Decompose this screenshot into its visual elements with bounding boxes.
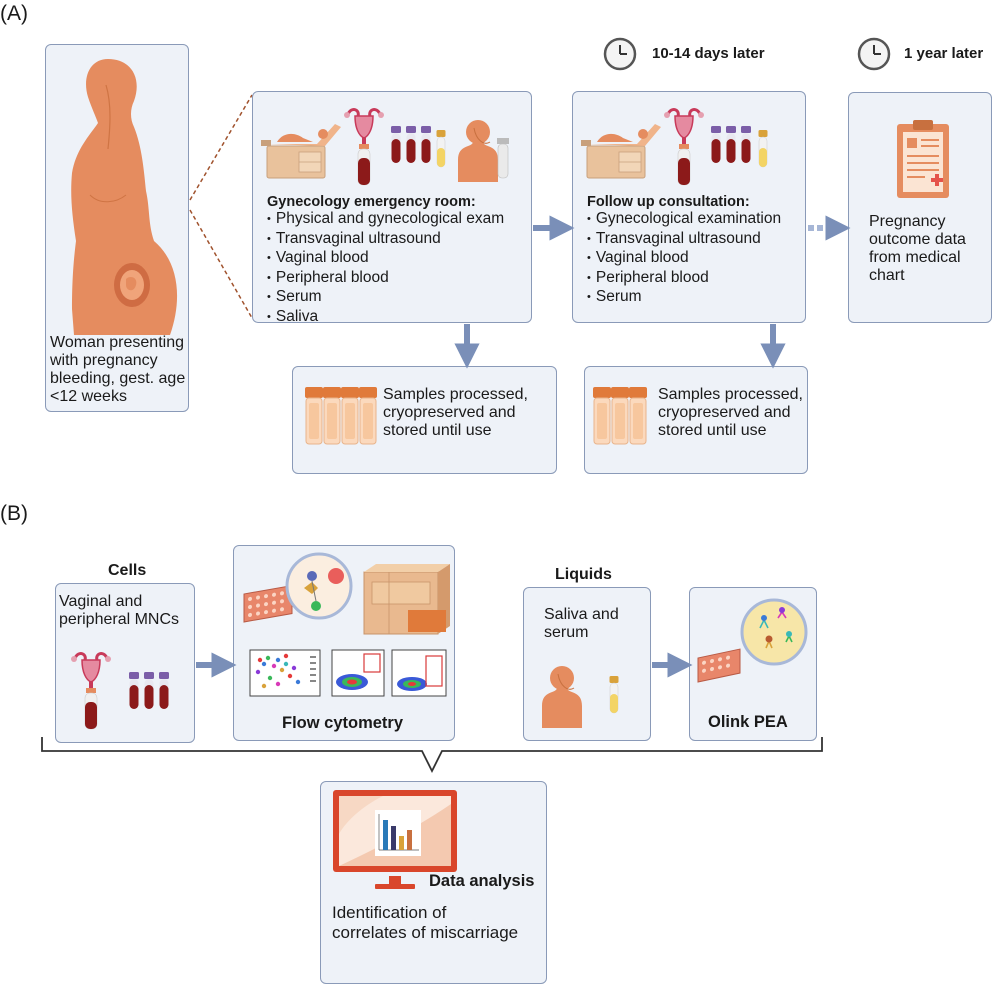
- er-item: Vaginal blood: [267, 249, 504, 269]
- analysis-box: Data analysis Identification of correlat…: [320, 781, 547, 984]
- cells-samples-icon: [69, 652, 169, 730]
- flow-box: Flow cytometry: [233, 545, 455, 741]
- analysis-text-1: Identification of: [332, 903, 447, 922]
- samples-text-2: cryopreserved and: [658, 404, 791, 421]
- timeline-label-2: 1 year later: [904, 45, 984, 62]
- followup-items: Gynecological examination Transvaginal u…: [587, 210, 781, 308]
- cells-heading: Cells: [108, 562, 147, 579]
- patient-caption-4: <12 weeks: [50, 388, 127, 405]
- er-item: Physical and gynecological exam: [267, 210, 504, 230]
- samples-text-1: Samples processed,: [658, 386, 803, 403]
- flow-label: Flow cytometry: [282, 714, 404, 732]
- er-items: Physical and gynecological exam Transvag…: [267, 210, 504, 327]
- samples-text-2: cryopreserved and: [383, 404, 516, 421]
- samples-box-followup: Samples processed, cryopreserved and sto…: [584, 366, 808, 474]
- liquids-text-2: serum: [544, 624, 589, 641]
- er-item: Transvaginal ultrasound: [267, 230, 504, 250]
- olink-illustration: [697, 598, 808, 683]
- followup-box: Follow up consultation: Gynecological ex…: [572, 91, 806, 323]
- patient-box: Woman presenting with pregnancy bleeding…: [45, 44, 189, 412]
- pregnant-woman-silhouette: [71, 59, 178, 335]
- panel-b-arrows: [196, 652, 693, 678]
- samples-text-1: Samples processed,: [383, 386, 528, 403]
- er-icons: [260, 108, 509, 186]
- patient-caption-3: bleeding, gest. age: [50, 370, 186, 387]
- followup-item: Gynecological examination: [587, 210, 781, 230]
- cells-text-2: peripheral MNCs: [59, 611, 180, 628]
- patient-caption-2: with pregnancy: [50, 352, 158, 369]
- analysis-text-2: correlates of miscarriage: [332, 923, 519, 942]
- analysis-title: Data analysis: [429, 872, 535, 890]
- patient-caption-1: Woman presenting: [50, 334, 184, 351]
- outcome-text-2: outcome data: [869, 231, 966, 248]
- clipboard-icon: [897, 120, 949, 198]
- outcome-text-3: from medical: [869, 249, 961, 266]
- er-item: Serum: [267, 288, 504, 308]
- liquids-box: Saliva and serum: [523, 587, 651, 741]
- liquids-text-1: Saliva and: [544, 606, 619, 623]
- cells-text-1: Vaginal and: [59, 593, 143, 610]
- olink-label: Olink PEA: [708, 713, 788, 731]
- er-title: Gynecology emergency room:: [267, 194, 476, 210]
- panel-a-arrows: [454, 215, 851, 369]
- followup-item: Vaginal blood: [587, 249, 781, 269]
- followup-item: Transvaginal ultrasound: [587, 230, 781, 250]
- followup-title: Follow up consultation:: [587, 194, 750, 210]
- panel-label-a: (A): [0, 2, 28, 25]
- monitor-chart-icon: [333, 790, 457, 889]
- clock-icon: [603, 37, 637, 71]
- cells-box: Vaginal and peripheral MNCs: [55, 583, 195, 743]
- er-item: Peripheral blood: [267, 269, 504, 289]
- timeline-label-1: 10-14 days later: [652, 45, 765, 62]
- followup-item: Serum: [587, 288, 781, 308]
- followup-icons: [580, 108, 768, 186]
- samples-text-3: stored until use: [383, 422, 492, 439]
- clock-icon: [857, 37, 891, 71]
- panel-label-b: (B): [0, 502, 28, 525]
- samples-text-3: stored until use: [658, 422, 767, 439]
- er-box: Gynecology emergency room: Physical and …: [252, 91, 532, 325]
- olink-box: Olink PEA: [689, 587, 817, 741]
- outcome-box: Pregnancy outcome data from medical char…: [848, 92, 992, 323]
- outcome-text-1: Pregnancy: [869, 213, 946, 230]
- liquids-heading: Liquids: [555, 566, 612, 583]
- samples-box-er: Samples processed, cryopreserved and sto…: [292, 366, 557, 474]
- flow-cytometer-illustration: [243, 552, 450, 697]
- er-item: Saliva: [267, 308, 504, 328]
- followup-item: Peripheral blood: [587, 269, 781, 289]
- outcome-text-4: chart: [869, 267, 905, 284]
- bracket: [41, 737, 823, 774]
